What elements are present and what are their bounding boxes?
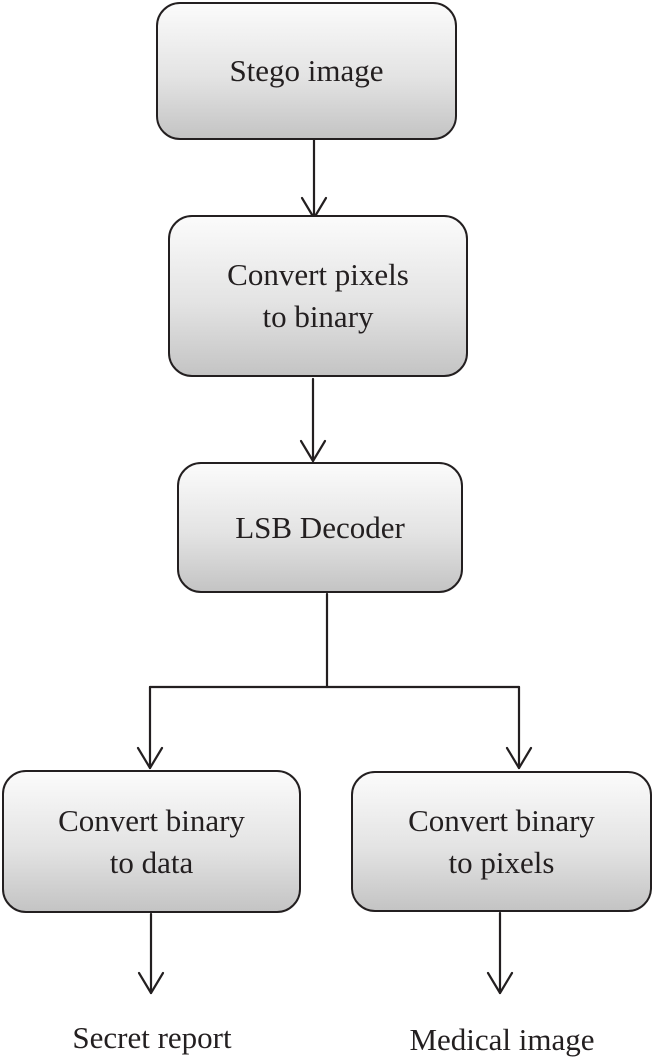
arrowhead-secret — [137, 971, 165, 995]
node-convert-binary-to-pixels-label: Convert binary to pixels — [408, 802, 595, 880]
node-lsb-decoder-label: LSB Decoder — [235, 509, 405, 545]
node-convert-binary-to-pixels: Convert binary to pixels — [351, 771, 652, 912]
arrowhead-pixels — [505, 746, 533, 770]
arrowhead-medical — [486, 971, 514, 995]
output-medical-image: Medical image — [409, 1022, 595, 1057]
node-stego-image: Stego image — [156, 2, 457, 140]
arrowhead-data — [136, 746, 164, 770]
node-convert-binary-to-data-label: Convert binary to data — [58, 802, 245, 880]
node-convert-pixels-to-binary: Convert pixels to binary — [168, 215, 468, 377]
node-convert-binary-to-data: Convert binary to data — [2, 770, 301, 913]
node-lsb-decoder: LSB Decoder — [177, 462, 463, 593]
arrowhead-lsb — [299, 439, 327, 463]
node-stego-image-label: Stego image — [229, 53, 384, 88]
output-secret-report: Secret report — [72, 1020, 232, 1055]
node-convert-pixels-to-binary-label: Convert pixels to binary — [227, 257, 409, 334]
